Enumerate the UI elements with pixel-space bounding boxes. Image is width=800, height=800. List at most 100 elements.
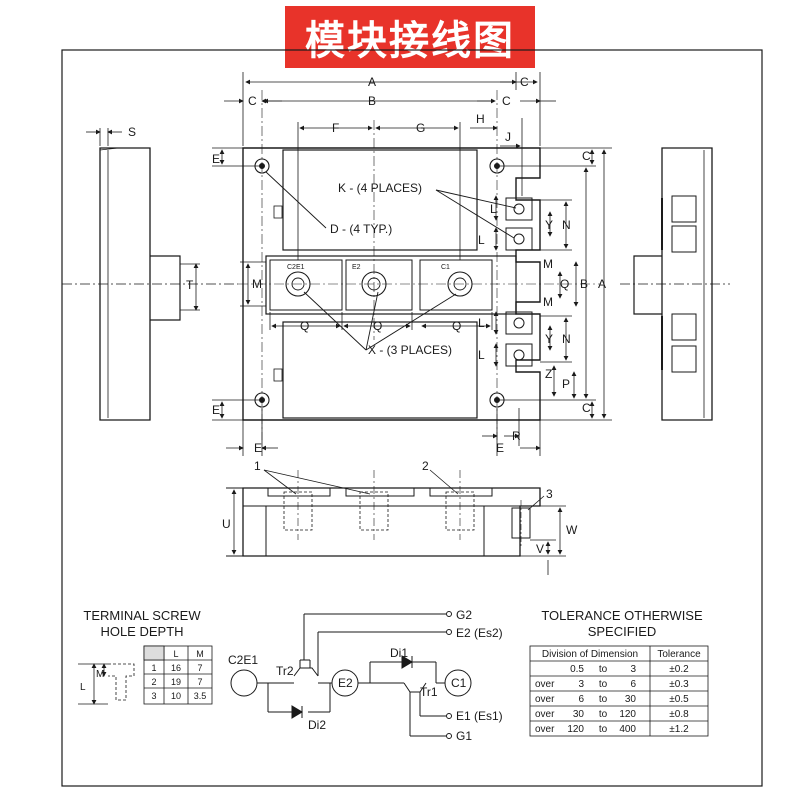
dim-c-left: C	[248, 94, 257, 108]
front-view	[226, 469, 566, 575]
circuit-tr1: Tr1	[420, 685, 438, 699]
dim-y-top: Y	[545, 218, 553, 232]
dim-c-right: C	[502, 94, 511, 108]
dim-h: H	[476, 112, 485, 126]
dim-l-3: L	[478, 316, 485, 330]
table-cell: 10	[171, 691, 181, 701]
table-cell: to	[599, 724, 608, 735]
terminal-label-c2e1: C2E1	[287, 264, 305, 271]
circuit-schematic	[230, 611, 472, 739]
dim-e-bottom-left: E	[254, 441, 262, 455]
tolerance-table: Division of Dimension Tolerance 0.5 to 3…	[535, 649, 701, 735]
table-cell: ±1.2	[669, 724, 689, 735]
table-cell: ±0.2	[669, 664, 689, 675]
circuit-g2: G2	[456, 608, 472, 622]
tolerance-table-grid	[529, 645, 709, 737]
table-cell: over	[535, 709, 555, 720]
dim-r: R	[512, 429, 521, 443]
right-side-view	[620, 147, 730, 421]
top-view	[238, 90, 600, 440]
table-cell: to	[599, 679, 608, 690]
page-banner: 模块接线图	[285, 6, 535, 68]
banner-title: 模块接线图	[305, 18, 515, 64]
circuit-c2e1: C2E1	[228, 653, 258, 667]
dim-c-right-top: C	[582, 149, 591, 163]
tolerance-header-division: Division of Dimension	[542, 649, 638, 660]
table-cell: 120	[619, 709, 636, 720]
dim-a-right: A	[598, 277, 606, 291]
circuit-e2-node: E2	[338, 676, 353, 690]
screw-depth-title-2: HOLE DEPTH	[100, 624, 183, 639]
callout-leaders	[265, 171, 517, 351]
table-cell: over	[535, 694, 555, 705]
screw-depth-m: M	[96, 669, 104, 680]
dim-f: F	[332, 121, 339, 135]
table-cell: 7	[197, 663, 202, 673]
dim-e-bottom-right: E	[496, 441, 504, 455]
callout-2: 2	[422, 459, 429, 473]
dim-j: J	[505, 130, 511, 144]
table-cell: 400	[619, 724, 636, 735]
table-cell: 16	[171, 663, 181, 673]
screw-depth-table: L M 1 16 7 2 19 7 3 10 3.5	[151, 649, 206, 701]
table-cell: to	[599, 664, 608, 675]
screw-depth-section: TERMINAL SCREW HOLE DEPTH M L L M 1 16 7…	[78, 608, 213, 705]
dim-m-right-top: M	[543, 257, 553, 271]
dim-v: V	[536, 542, 544, 556]
tolerance-title-2: SPECIFIED	[588, 624, 657, 639]
table-cell: 0.5	[570, 664, 584, 675]
dim-l-2: L	[478, 233, 485, 247]
dim-l-4: L	[478, 348, 485, 362]
dim-c-right-bottom: C	[582, 401, 591, 415]
dim-n-top: N	[562, 218, 571, 232]
table-cell: 30	[625, 694, 637, 705]
table-cell: ±0.5	[669, 694, 689, 705]
dim-l-1: L	[490, 202, 497, 216]
table-cell: over	[535, 724, 555, 735]
table-cell: 7	[197, 677, 202, 687]
table-cell: 19	[171, 677, 181, 687]
circuit-di1: Di1	[390, 646, 408, 660]
table-cell: 120	[567, 724, 584, 735]
dim-z: Z	[545, 367, 552, 381]
dim-q-right: Q	[560, 277, 569, 291]
terminal-label-e2: E2	[352, 264, 361, 271]
screw-depth-title-1: TERMINAL SCREW	[83, 608, 201, 623]
dim-q-3: Q	[452, 319, 461, 333]
tolerance-header-tolerance: Tolerance	[657, 649, 701, 660]
dim-y-bottom: Y	[545, 332, 553, 346]
terminal-label-c1: C1	[441, 264, 450, 271]
table-cell: to	[599, 709, 608, 720]
table-cell: 3	[151, 691, 156, 701]
dim-q-1: Q	[300, 319, 309, 333]
callout-d-typ: D - (4 TYP.)	[330, 222, 392, 236]
dim-t: T	[186, 278, 194, 292]
tolerance-title-1: TOLERANCE OTHERWISE	[541, 608, 703, 623]
dim-u: U	[222, 517, 231, 531]
circuit-tr2: Tr2	[276, 664, 294, 678]
circuit-c1-node: C1	[451, 676, 467, 690]
table-cell: 3	[578, 679, 584, 690]
tolerance-section: TOLERANCE OTHERWISE SPECIFIED Division o…	[529, 608, 709, 737]
screw-depth-l: L	[80, 682, 86, 693]
screw-depth-header-l: L	[173, 649, 178, 659]
table-cell: 3.5	[194, 691, 207, 701]
left-side-view	[62, 128, 238, 421]
dim-m-left: M	[252, 277, 262, 291]
table-cell: to	[599, 694, 608, 705]
dim-n-bottom: N	[562, 332, 571, 346]
dim-b-right: B	[580, 277, 588, 291]
circuit-e2-es2: E2 (Es2)	[456, 626, 503, 640]
circuit-g1: G1	[456, 729, 472, 743]
top-view-dimensions	[212, 72, 612, 456]
table-cell: 6	[630, 679, 636, 690]
drawing-frame	[61, 49, 763, 787]
dim-e-left-top: E	[212, 152, 220, 166]
callout-3: 3	[546, 487, 553, 501]
table-cell: 2	[151, 677, 156, 687]
table-cell: 1	[151, 663, 156, 673]
callout-k-places: K - (4 PLACES)	[338, 181, 422, 195]
dim-b-top: B	[368, 94, 376, 108]
screw-depth-header-m: M	[196, 649, 204, 659]
